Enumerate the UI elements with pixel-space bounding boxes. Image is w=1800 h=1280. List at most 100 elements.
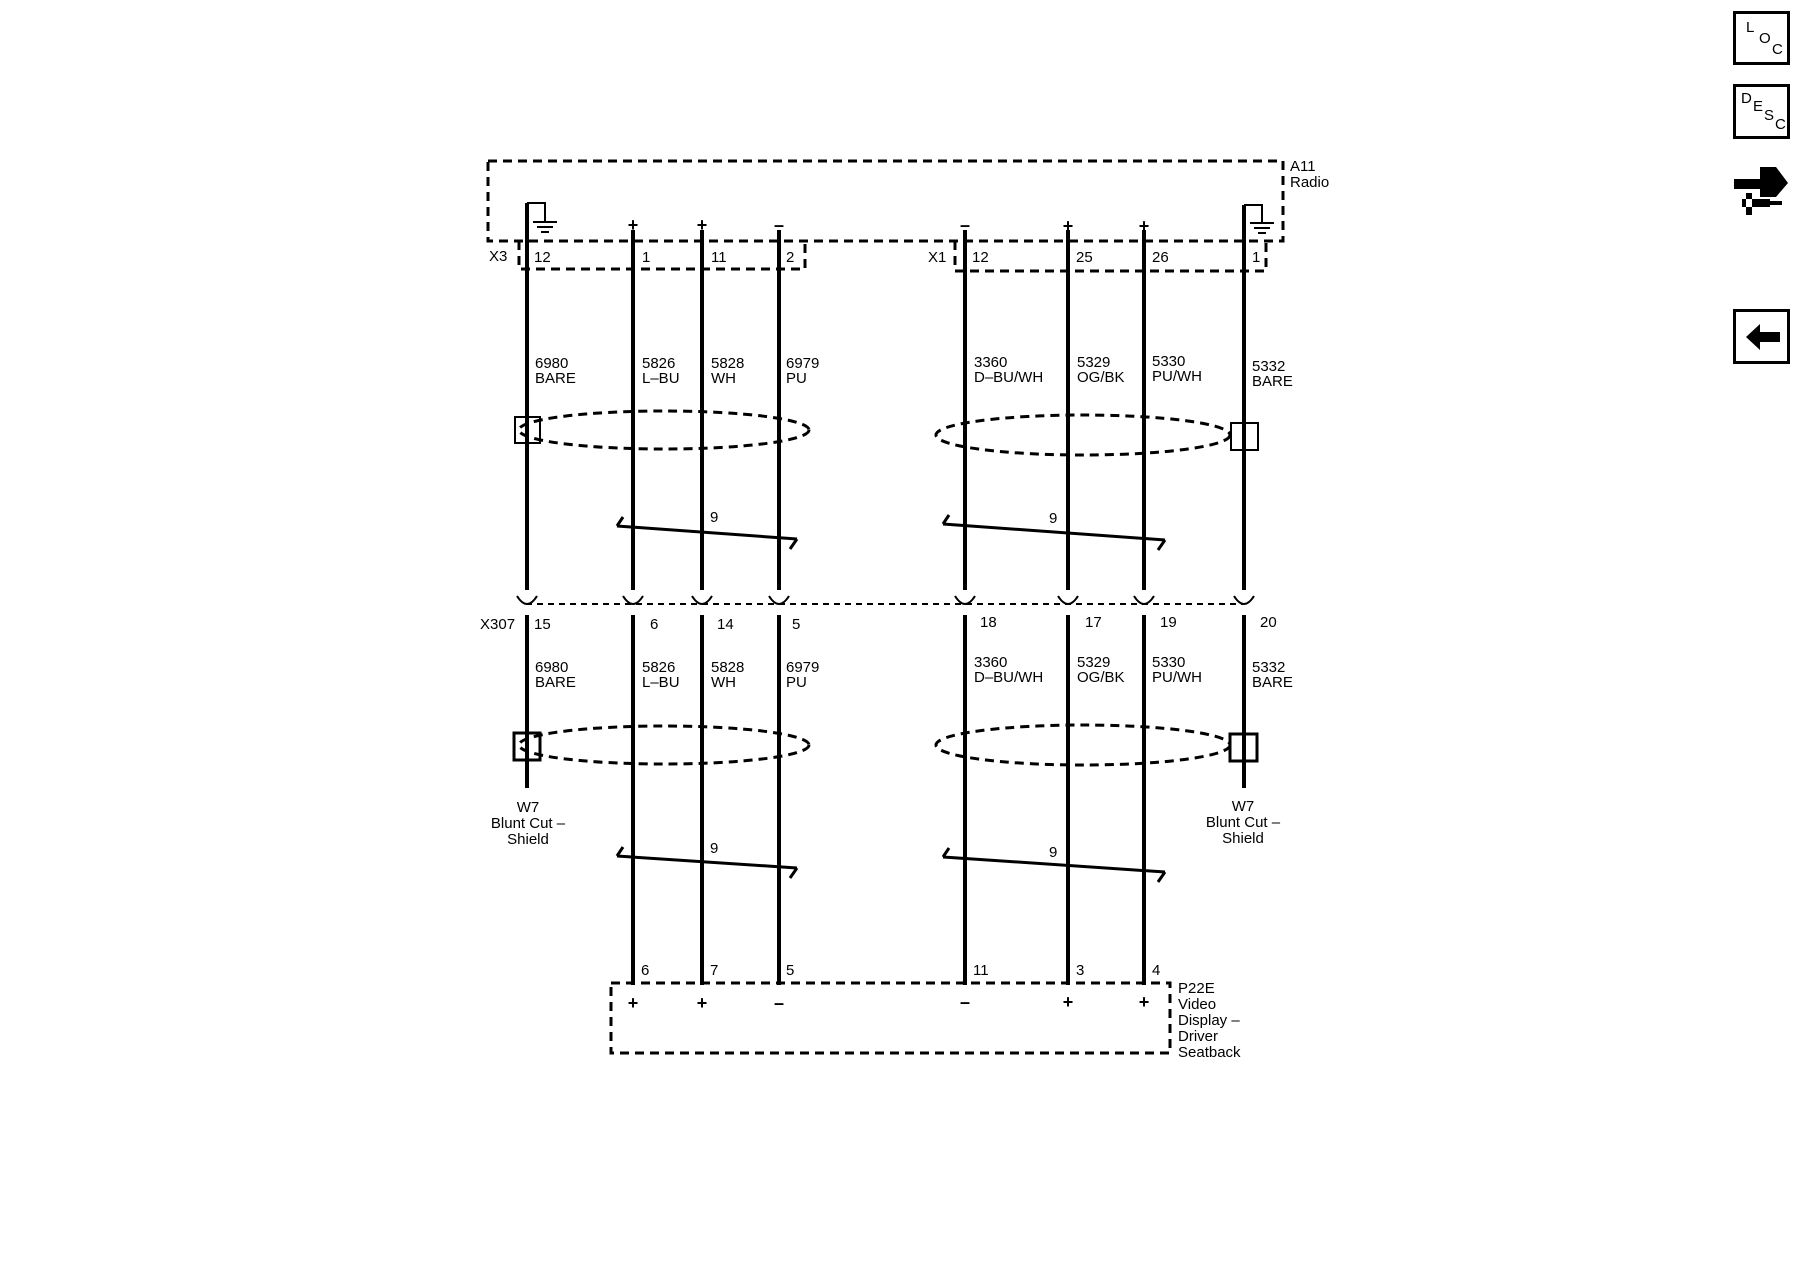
desc-icon-letter: D [1741,90,1752,107]
circuit-number: 6980 [535,355,568,372]
display-name-line: Driver [1178,1028,1218,1045]
shield-termination-text: Shield [1222,830,1264,847]
wire-color: BARE [535,370,576,387]
wire-color: D–BU/WH [974,669,1043,686]
pin-number: 5 [786,962,794,979]
pin-number: 25 [1076,249,1093,266]
wire-color: PU [786,674,807,691]
wire-color: WH [711,370,736,387]
radio-ref: A11 [1290,158,1316,175]
bundle-mark [615,516,799,550]
circuit-number: 5330 [1152,654,1185,671]
display-name-line: Display – [1178,1012,1240,1029]
wire-color: OG/BK [1077,669,1125,686]
wire-color: BARE [1252,674,1293,691]
wire-color: WH [711,674,736,691]
pin-number: 6 [641,962,649,979]
loc-icon-letter: O [1759,30,1771,47]
radio-name: Radio [1290,174,1329,191]
x1-label: X1 [928,249,946,266]
radio-component-box [486,159,1285,243]
pin-number: 4 [1152,962,1160,979]
wire-color: BARE [1252,373,1293,390]
polarity-minus: – [960,215,970,235]
pin-number: 1 [642,249,650,266]
connector-hand-icon[interactable] [1730,157,1792,221]
wire-color: PU/WH [1152,669,1202,686]
bundle-count: 9 [710,509,718,526]
terminal-socket [622,595,644,605]
shield-ellipse [517,724,811,766]
loc-icon-letter: L [1746,19,1755,36]
shield-ellipse [934,413,1232,457]
display-ref: P22E [1178,980,1215,997]
polarity-minus: – [774,993,784,1013]
x1-connector-box [953,241,1268,273]
polarity-minus: – [960,992,970,1012]
wire-color: L–BU [642,674,680,691]
shield-drain-box [514,416,541,444]
shield-termination-text: Blunt Cut – [1206,814,1281,831]
circuit-number: 5330 [1152,353,1185,370]
terminal-socket [954,595,976,605]
polarity-plus: + [1139,216,1150,236]
pin-number: 1 [1252,249,1260,266]
bundle-count: 9 [1049,844,1057,861]
back-button[interactable] [1733,309,1790,364]
pin-number: 20 [1260,614,1277,631]
wire-color: L–BU [642,370,680,387]
circuit-number: 6979 [786,355,819,372]
circuit-number: 3360 [974,354,1007,371]
bundle-count: 9 [1049,510,1057,527]
polarity-plus: + [697,993,708,1013]
loc-icon-letter: C [1772,41,1783,58]
ground-lead [1244,204,1263,223]
ground-icon [1250,222,1274,234]
desc-button[interactable]: D E S C [1733,84,1790,139]
polarity-plus: + [1063,992,1074,1012]
ground-lead [527,202,546,222]
shield-termination-text: Blunt Cut – [491,815,566,832]
circuit-number: 6979 [786,659,819,676]
terminal-socket [1233,595,1255,605]
ground-icon [533,221,557,233]
wire-color: D–BU/WH [974,369,1043,386]
circuit-number: 5329 [1077,354,1110,371]
desc-icon-letter: E [1753,98,1764,115]
shield-termination-text: W7 [1232,798,1255,815]
loc-button[interactable]: L O C [1733,11,1790,65]
pin-number: 12 [534,249,551,266]
polarity-plus: + [628,993,639,1013]
pin-number: 7 [710,962,718,979]
wire-color: PU [786,370,807,387]
polarity-plus: + [1063,216,1074,236]
shield-termination-text: Shield [507,831,549,848]
circuit-number: 5828 [711,355,744,372]
terminal-socket [691,595,713,605]
polarity-plus: + [628,215,639,235]
bundle-mark [941,514,1167,551]
circuit-number: 5828 [711,659,744,676]
shield-ellipse [934,723,1232,767]
display-name-line: Video [1178,996,1216,1013]
desc-icon-letter: C [1775,116,1786,133]
shield-drain-box [512,731,542,762]
circuit-number: 6980 [535,659,568,676]
pin-number: 3 [1076,962,1084,979]
terminal-socket [1057,595,1079,605]
x307-label: X307 [480,616,515,633]
display-component-box [609,981,1172,1055]
polarity-plus: + [1139,992,1150,1012]
pin-number: 11 [973,962,989,979]
x3-label: X3 [489,248,507,265]
pin-number: 6 [650,616,658,633]
wire-color: BARE [535,674,576,691]
pin-number: 11 [711,249,727,266]
terminal-socket [768,595,790,605]
pin-number: 26 [1152,249,1169,266]
wire-color: PU/WH [1152,368,1202,385]
desc-icon-letter: S [1764,107,1775,124]
polarity-minus: – [774,215,784,235]
pin-number: 12 [972,249,989,266]
